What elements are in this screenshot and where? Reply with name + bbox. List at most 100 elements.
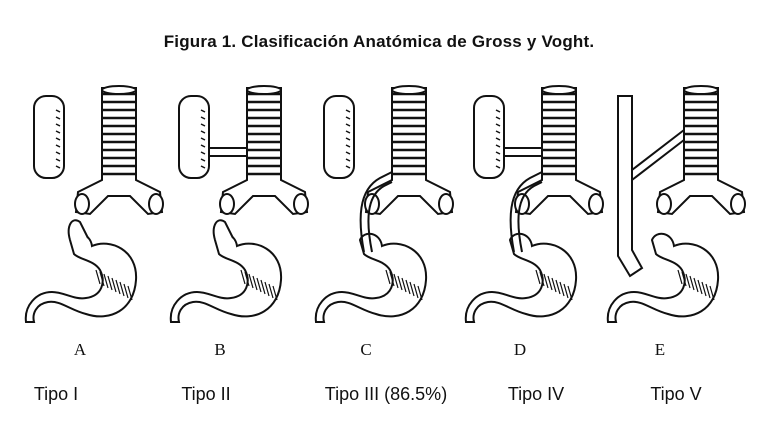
right-bronchus — [148, 193, 164, 215]
trachea — [219, 85, 309, 216]
gastric-fold — [413, 283, 419, 299]
pouch-fold — [200, 165, 206, 169]
stomach — [464, 232, 578, 323]
pouch-fold — [55, 165, 61, 169]
gastric-fold — [393, 273, 399, 289]
gastric-fold — [405, 279, 411, 295]
gastric-fold — [397, 275, 403, 291]
gastric-fold — [244, 271, 250, 287]
gastric-fold — [417, 285, 423, 301]
pouch-fold — [55, 116, 61, 120]
gastric-fold — [567, 285, 573, 301]
upper-esophageal-pouch — [323, 95, 355, 179]
gastric-fold — [685, 273, 691, 289]
panel-letter-b: B — [214, 340, 226, 359]
trachea — [364, 85, 454, 216]
gastric-fold — [539, 271, 545, 287]
lower-fistula — [359, 171, 393, 253]
pouch-fold — [345, 165, 351, 169]
gastric-fold — [95, 269, 101, 285]
panel-letter-c: C — [360, 340, 372, 359]
stomach-outline — [24, 232, 138, 323]
distal-esophageal-stub — [67, 219, 89, 241]
panel-label-tipo-iii: Tipo III (86.5%) — [324, 384, 448, 404]
pouch-fold — [200, 158, 206, 162]
gastric-fold — [240, 269, 246, 285]
pouch-fold — [495, 116, 501, 120]
panel-d — [464, 85, 604, 323]
pouch-fold — [495, 137, 501, 141]
pouch-fold — [345, 151, 351, 155]
upper-fistula — [209, 147, 247, 157]
stomach-outline — [464, 232, 578, 323]
gastric-fold — [689, 275, 695, 291]
gastric-fold — [256, 277, 262, 293]
pouch-fold — [200, 109, 206, 113]
right-bronchus — [588, 193, 604, 215]
trachea-opening — [541, 85, 577, 95]
gastric-fold — [559, 281, 565, 297]
pouch-fold — [200, 151, 206, 155]
trachea — [74, 85, 164, 216]
gastric-fold — [401, 277, 407, 293]
gastric-fold — [709, 285, 715, 301]
pouch-fold — [55, 123, 61, 127]
trachea-opening — [246, 85, 282, 95]
gastric-fold — [701, 281, 707, 297]
stomach-outline — [169, 232, 283, 323]
upper-esophageal-pouch — [473, 95, 505, 179]
panel-letter-d: D — [513, 340, 527, 359]
trachea — [656, 85, 746, 216]
gastric-fold — [693, 277, 699, 293]
left-bronchus — [219, 193, 235, 215]
pouch-fold — [495, 151, 501, 155]
panel-a — [24, 85, 164, 323]
gastric-fold — [555, 279, 561, 295]
gastric-fold — [563, 283, 569, 299]
gastric-fold — [103, 273, 109, 289]
panel-e — [606, 85, 746, 323]
upper-fistula — [504, 147, 542, 157]
stomach — [24, 232, 138, 323]
upper-esophageal-pouch — [33, 95, 65, 179]
pouch-fold — [345, 137, 351, 141]
gastric-fold — [543, 273, 549, 289]
pouch-fold — [55, 158, 61, 162]
pouch-fold — [495, 123, 501, 127]
lower-fistula — [509, 171, 543, 253]
left-bronchus — [514, 193, 530, 215]
panel-b — [169, 85, 309, 323]
gastric-fold — [681, 271, 687, 287]
pouch-fold — [345, 109, 351, 113]
left-bronchus — [74, 193, 90, 215]
gastric-fold — [264, 281, 270, 297]
panel-label-tipo-v: Tipo V — [650, 384, 702, 404]
right-bronchus — [730, 193, 746, 215]
pouch-fold — [495, 158, 501, 162]
pouch-fold — [200, 123, 206, 127]
gastric-fold — [551, 277, 557, 293]
panel-c — [314, 85, 454, 323]
right-bronchus — [293, 193, 309, 215]
left-bronchus — [364, 193, 380, 215]
trachea — [514, 85, 604, 216]
gastric-fold — [119, 281, 125, 297]
pouch-fold — [495, 144, 501, 148]
right-bronchus — [438, 193, 454, 215]
trachea-opening — [683, 85, 719, 95]
stomach-outline — [606, 232, 720, 323]
gastric-fold — [115, 279, 121, 295]
trachea-opening — [391, 85, 427, 95]
h-type-fistula — [631, 129, 685, 181]
gastric-fold — [111, 277, 117, 293]
pouch-fold — [345, 130, 351, 134]
pouch-fold — [345, 123, 351, 127]
pouch-fold — [345, 116, 351, 120]
gastric-fold — [272, 285, 278, 301]
gastric-fold — [547, 275, 553, 291]
pouch-fold — [495, 130, 501, 134]
pouch-fold — [345, 158, 351, 162]
panel-letter-e: E — [654, 340, 666, 359]
pouch-fold — [200, 144, 206, 148]
